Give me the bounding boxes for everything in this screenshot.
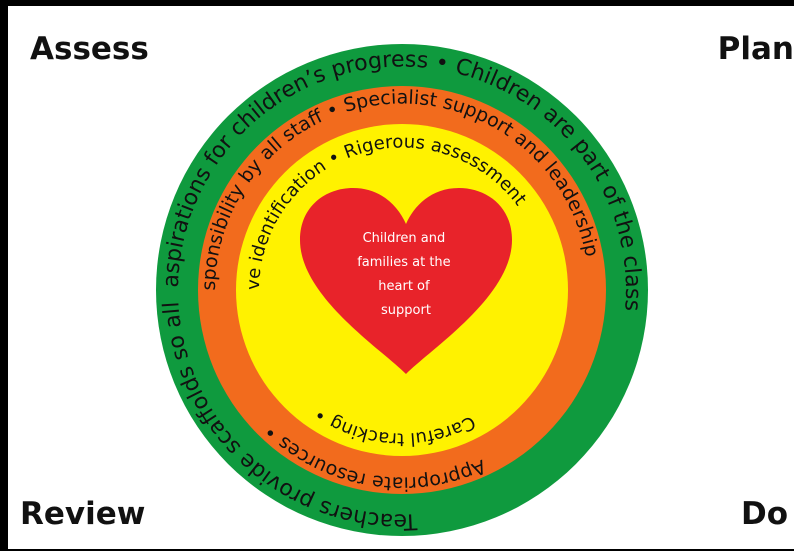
corner-label-assess: Assess xyxy=(30,31,149,67)
heart-line-3: heart of xyxy=(378,279,430,294)
corner-label-review: Review xyxy=(20,496,146,532)
corner-label-plan: Plan xyxy=(717,31,794,67)
corner-label-do: Do xyxy=(740,496,788,532)
heart-line-2: families at the xyxy=(357,255,450,270)
heart-line-4: support xyxy=(381,303,431,318)
heart-shape xyxy=(300,188,512,374)
heart-line-1: Children and xyxy=(363,231,446,246)
heart-caption: Children and families at the heart of su… xyxy=(357,231,455,318)
